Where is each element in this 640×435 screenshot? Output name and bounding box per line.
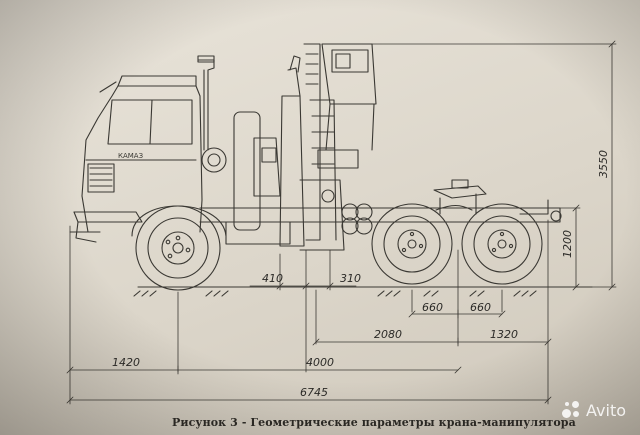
ground-line — [133, 286, 593, 297]
axle-bogie — [435, 204, 473, 211]
avito-watermark-text: Avito — [586, 400, 626, 420]
fuel-tank — [233, 111, 281, 231]
dim-6745: 6745 — [300, 386, 328, 399]
dim-410: 410 — [262, 272, 283, 285]
dim-2080: 2080 — [374, 328, 402, 341]
rear-wheel-1 — [371, 203, 453, 285]
fifth-wheel — [433, 179, 487, 215]
rear-wheel-2 — [461, 203, 543, 285]
dim-3550: 3550 — [597, 150, 610, 178]
dim-1420: 1420 — [112, 356, 140, 369]
dim-310: 310 — [340, 272, 361, 285]
exhaust-stack — [197, 55, 227, 173]
crane-manipulator — [279, 43, 377, 251]
svg-text:КАМАЗ: КАМАЗ — [118, 152, 144, 160]
front-wheel — [131, 205, 227, 291]
dim-1200: 1200 — [561, 230, 574, 258]
chassis-frame — [199, 199, 562, 245]
dim-4000: 4000 — [306, 356, 334, 369]
truck-cab: КАМАЗ — [69, 75, 203, 243]
avito-watermark: Avito — [560, 399, 626, 421]
dimension-lines — [66, 40, 617, 405]
figure-caption: Рисунок 3 - Геометрические параметры кра… — [172, 416, 576, 429]
avito-logo-icon — [560, 399, 582, 421]
dim-1320: 1320 — [490, 328, 518, 341]
outrigger-cylinders — [341, 203, 373, 235]
dim-660-left: 660 — [422, 301, 443, 314]
dim-660-right: 660 — [470, 301, 491, 314]
